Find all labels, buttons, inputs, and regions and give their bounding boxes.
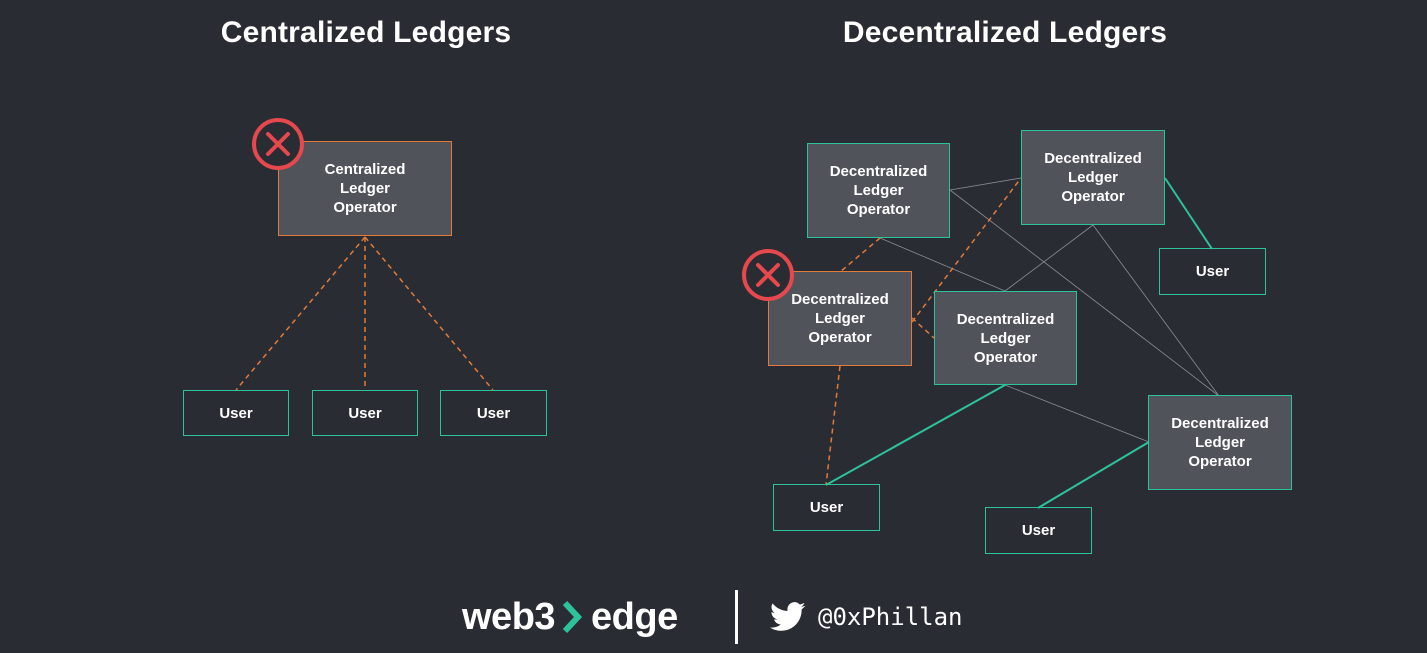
centralized-user-3: User: [440, 390, 547, 436]
failed-link-3: [911, 317, 935, 339]
decentralized-title: Decentralized Ledgers: [842, 16, 1168, 49]
centralized-title: Centralized Ledgers: [220, 16, 512, 49]
footer-divider: [735, 590, 738, 644]
decentralized-user-3: User: [985, 507, 1092, 554]
chevron-right-icon: [562, 600, 583, 634]
mesh-line-2: [949, 189, 1220, 397]
mesh-line-1: [949, 177, 1022, 191]
mesh-line-3: [879, 237, 1006, 292]
twitter-handle: @0xPhillan: [818, 603, 963, 631]
centralized-operator: Centralized Ledger Operator: [278, 141, 452, 236]
decentralized-operator-failed: Decentralized Ledger Operator: [768, 271, 912, 366]
centralized-connector-3: [364, 236, 494, 391]
centralized-operator-label: Centralized Ledger Operator: [324, 161, 406, 216]
failed-link-2: [911, 177, 1022, 323]
user-link-1: [1164, 177, 1213, 250]
decentralized-operator-2: Decentralized Ledger Operator: [1021, 130, 1165, 225]
centralized-user-2: User: [312, 390, 418, 436]
failed-link-4: [825, 365, 841, 486]
decentralized-user-1: User: [1159, 248, 1266, 295]
mesh-line-5: [1092, 224, 1220, 397]
user-link-3: [1037, 441, 1150, 509]
brand-logo: web3 edge: [462, 594, 678, 640]
decentralized-operator-4: Decentralized Ledger Operator: [1148, 395, 1292, 490]
centralized-connector-1: [235, 236, 366, 391]
twitter-bird-icon: [770, 602, 806, 631]
brand-left: web3: [462, 595, 556, 638]
decentralized-user-2: User: [773, 484, 880, 531]
decentralized-operator-3: Decentralized Ledger Operator: [934, 291, 1077, 385]
user-link-2: [825, 384, 1006, 486]
mesh-line-4: [1004, 224, 1094, 292]
centralized-user-1: User: [183, 390, 289, 436]
x-circle-icon: [252, 118, 304, 170]
brand-right: edge: [591, 595, 678, 638]
x-circle-icon: [742, 249, 794, 301]
decentralized-operator-1: Decentralized Ledger Operator: [807, 143, 950, 238]
mesh-line-6: [1004, 384, 1150, 443]
failed-link-1: [839, 237, 881, 273]
